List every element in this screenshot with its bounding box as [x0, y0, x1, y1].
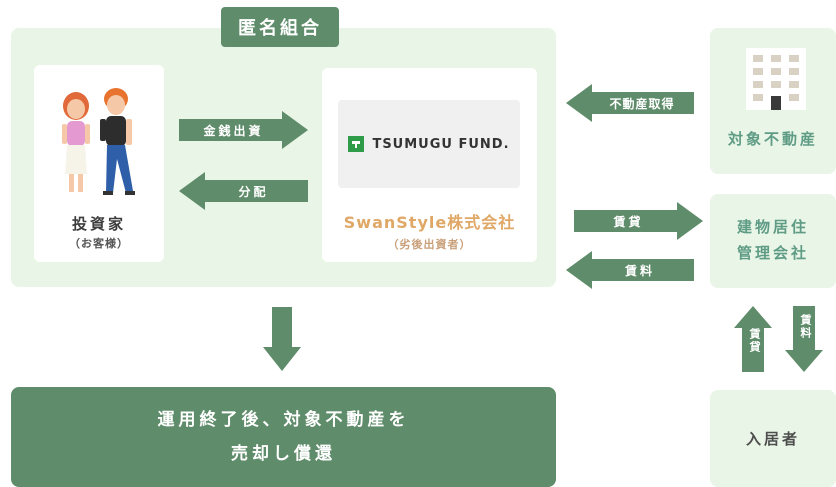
- anonymous-partnership-label: 匿名組合: [221, 7, 339, 47]
- rent-label: 賃料: [624, 263, 655, 278]
- management-line1: 建物居住: [736, 218, 809, 236]
- management-company-panel: 建物居住 管理会社: [710, 194, 836, 288]
- rent-arrow: 賃料: [566, 251, 694, 289]
- lease-arrow: 賃貸: [574, 202, 703, 240]
- investment-arrow: 金銭出資: [179, 111, 308, 149]
- acquisition-label: 不動産取得: [609, 96, 675, 111]
- investor-subtitle: （お客様）: [69, 237, 129, 250]
- outcome-line1: 運用終了後、対象不動産を: [157, 410, 410, 430]
- building-icon: [746, 48, 806, 110]
- outcome-down-arrow: [263, 307, 301, 371]
- company-name: SwanStyle株式会社: [343, 213, 516, 232]
- company-card: TSUMUGU FUND. SwanStyle株式会社 （劣後出資者）: [322, 68, 537, 262]
- acquisition-arrow: 不動産取得: [566, 84, 694, 122]
- rent-down-arrow: 賃料: [785, 306, 823, 372]
- investor-title: 投資家: [71, 215, 126, 233]
- outcome-line2: 売却し償還: [231, 444, 336, 464]
- company-subtitle: （劣後出資者）: [387, 238, 472, 251]
- property-panel: 対象不動産: [710, 28, 836, 174]
- investment-label: 金銭出資: [203, 123, 264, 138]
- management-line2: 管理会社: [736, 244, 809, 262]
- fund-logo-icon: [348, 136, 365, 152]
- property-title: 対象不動産: [727, 130, 818, 148]
- tenant-title: 入居者: [745, 430, 800, 448]
- rent-down-label: 賃料: [799, 314, 812, 340]
- distribution-label: 分配: [238, 184, 269, 199]
- fund-logo-text: TSUMUGU FUND.: [372, 136, 510, 152]
- investor-card: 投資家 （お客様）: [34, 65, 164, 262]
- tsumugu-fund-logo: TSUMUGU FUND.: [338, 100, 520, 188]
- lease-up-arrow: 賃貸: [734, 306, 772, 372]
- lease-label: 賃貸: [613, 214, 644, 229]
- investors-illustration: [62, 88, 135, 195]
- distribution-arrow: 分配: [179, 172, 308, 210]
- tenant-panel: 入居者: [710, 390, 836, 487]
- lease-up-label: 賃貸: [748, 328, 761, 354]
- outcome-box: 運用終了後、対象不動産を 売却し償還: [11, 387, 556, 487]
